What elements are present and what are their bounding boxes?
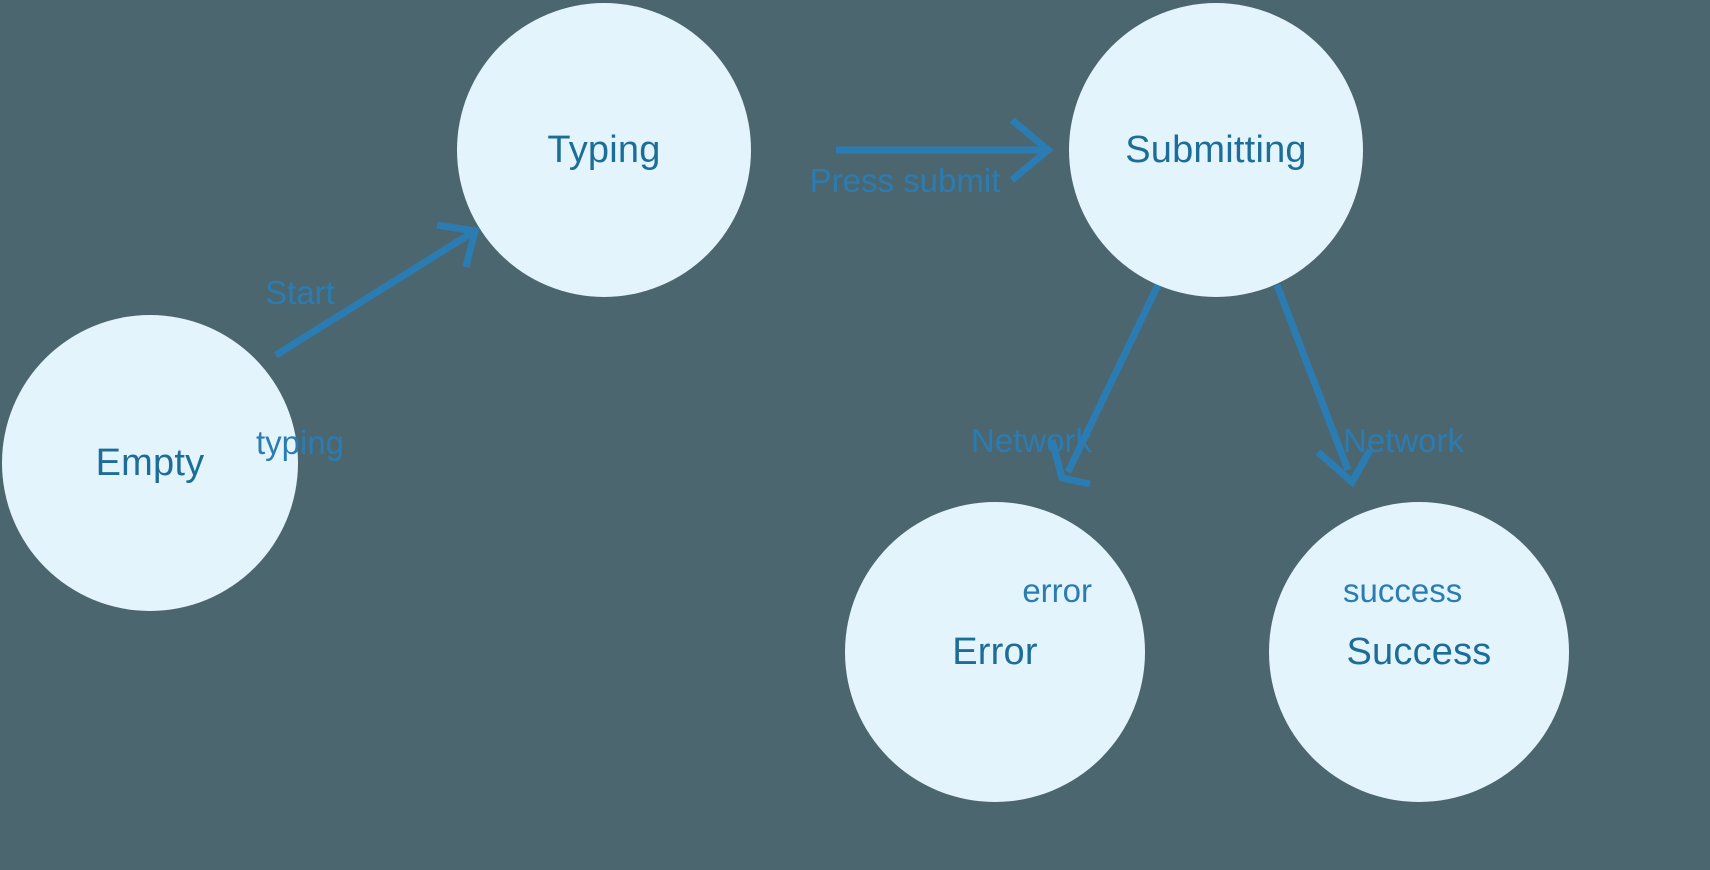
state-node-typing[interactable]: Typing [457,3,751,297]
edge-label-start-typing: Start typing [200,168,400,568]
edge-label-start-typing-line2: typing [255,424,345,461]
edge-submitting-to-error [1048,283,1162,488]
edge-label-network-error-line1: Network [970,422,1092,459]
edge-empty-to-typing [274,221,480,358]
edge-typing-to-submitting [836,117,1054,183]
state-node-empty-label: Empty [95,441,205,484]
state-node-error[interactable]: Error [845,502,1145,802]
edge-label-start-typing-line1: Start [265,274,335,311]
edge-label-network-success-line2: success [1343,572,1463,609]
state-node-success[interactable]: Success [1269,502,1569,802]
edge-label-network-error: Network error [830,316,1092,716]
state-node-submitting[interactable]: Submitting [1069,3,1363,297]
edge-label-network-error-line2: error [1022,572,1092,609]
edge-label-network-success: Network success [1343,316,1623,716]
state-node-typing-label: Typing [547,128,661,171]
state-node-empty[interactable]: Empty [2,315,298,611]
edge-label-press-submit-line1: Press submit [809,162,1001,199]
state-node-submitting-label: Submitting [1125,128,1307,171]
edge-label-press-submit: Press submit [780,56,1030,306]
state-node-error-label: Error [952,630,1038,673]
state-node-success-label: Success [1346,630,1492,673]
edge-label-network-success-line1: Network [1343,422,1465,459]
edge-submitting-to-success [1273,283,1374,488]
